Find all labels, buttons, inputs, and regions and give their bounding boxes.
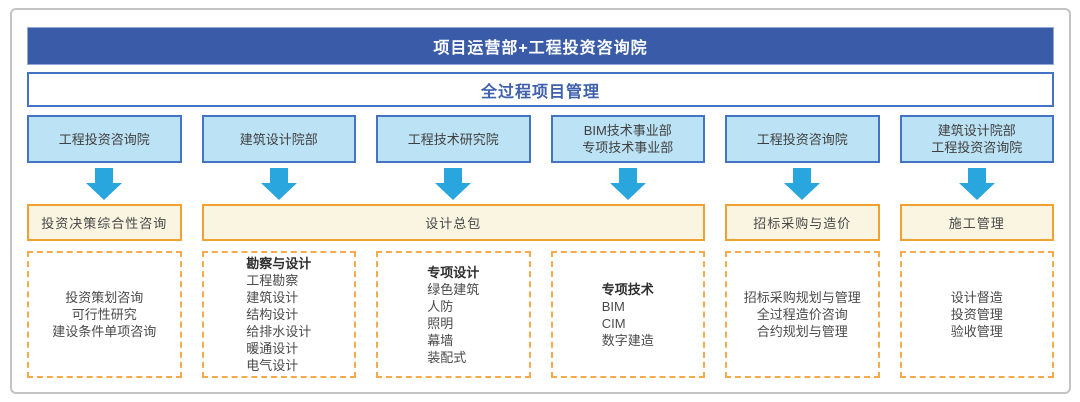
subheader-title: 全过程项目管理 [480, 83, 600, 101]
detail-item: 电气设计 [246, 358, 299, 373]
function-label: 施工管理 [948, 216, 1005, 231]
detail-list: 勘察与设计 工程勘察 建筑设计 结构设计 给排水设计 暖通设计 电气设计 [246, 255, 311, 374]
down-arrow-icon [260, 168, 297, 200]
arrows-row [27, 168, 1054, 200]
arrow-cell [376, 168, 531, 200]
function-box-bidding-procurement: 招标采购与造价 [725, 204, 880, 241]
detail-title: 专项设计 [427, 264, 480, 280]
detail-title: 专项技术 [601, 281, 654, 297]
detail-item: 建筑设计 [246, 290, 299, 305]
down-arrow-icon [784, 168, 821, 200]
department-label: BIM技术事业部 [583, 123, 672, 138]
detail-item: 可行性研究 [71, 307, 137, 322]
arrow-cell [202, 168, 357, 200]
department-label: 建筑设计院部 [239, 131, 318, 147]
function-box-investment-consulting: 投资决策综合性咨询 [27, 204, 182, 241]
detail-list: 专项设计 绿色建筑 人防 照明 幕墙 装配式 [427, 264, 479, 366]
department-box-2: 建筑设计院部 [201, 115, 356, 163]
detail-item: 装配式 [427, 349, 467, 365]
function-label: 设计总包 [425, 216, 482, 231]
function-label: 招标采购与造价 [753, 216, 852, 231]
department-box-6: 建筑设计院部 工程投资咨询院 [899, 115, 1054, 163]
detail-item: 建设条件单项咨询 [52, 324, 157, 339]
detail-item: 投资管理 [950, 307, 1003, 322]
detail-item: CIM [601, 315, 626, 331]
detail-box-4: 专项技术 BIM CIM 数字建造 [550, 251, 705, 378]
detail-item: 人防 [427, 298, 454, 314]
function-box-construction-management: 施工管理 [899, 204, 1054, 241]
detail-item: 绿色建筑 [427, 281, 480, 297]
department-box-4: BIM技术事业部 专项技术事业部 [550, 115, 705, 163]
functions-row: 投资决策综合性咨询 设计总包 招标采购与造价 施工管理 [27, 204, 1054, 241]
detail-box-3: 专项设计 绿色建筑 人防 照明 幕墙 装配式 [376, 251, 531, 378]
detail-item: 幕墙 [427, 332, 454, 348]
departments-row: 工程投资咨询院 建筑设计院部 工程技术研究院 BIM技术事业部 专项技术事业部 … [27, 115, 1054, 163]
department-label: 工程技术研究院 [407, 131, 499, 147]
detail-box-5: 招标采购规划与管理 全过程造价咨询 合约规划与管理 [725, 251, 880, 378]
detail-list: 招标采购规划与管理 全过程造价咨询 合约规划与管理 [744, 289, 861, 340]
department-box-5: 工程投资咨询院 [725, 115, 880, 163]
detail-box-1: 投资策划咨询 可行性研究 建设条件单项咨询 [27, 251, 182, 378]
diagram-frame: 项目运营部+工程投资咨询院 全过程项目管理 工程投资咨询院 建筑设计院部 工程技… [10, 8, 1071, 394]
department-label: 工程投资咨询院 [756, 131, 848, 147]
department-label: 专项技术事业部 [582, 140, 674, 155]
detail-item: BIM [601, 298, 625, 314]
detail-item: 全过程造价咨询 [756, 307, 848, 322]
subheader-bar: 全过程项目管理 [27, 72, 1054, 107]
details-row: 投资策划咨询 可行性研究 建设条件单项咨询 勘察与设计 工程勘察 建筑设计 结构… [27, 251, 1054, 378]
detail-item: 设计督造 [950, 290, 1003, 305]
header-bar: 项目运营部+工程投资咨询院 [27, 27, 1054, 65]
detail-list: 专项技术 BIM CIM 数字建造 [602, 281, 654, 349]
down-arrow-icon [86, 168, 123, 200]
arrow-cell [900, 168, 1055, 200]
down-arrow-icon [609, 168, 646, 200]
detail-item: 投资策划咨询 [65, 290, 144, 305]
detail-box-2: 勘察与设计 工程勘察 建筑设计 结构设计 给排水设计 暖通设计 电气设计 [201, 251, 356, 378]
detail-item: 数字建造 [601, 332, 654, 348]
function-label: 投资决策综合性咨询 [41, 216, 168, 231]
detail-item: 招标采购规划与管理 [743, 290, 861, 305]
function-box-design-general-contract: 设计总包 [201, 204, 705, 241]
detail-box-6: 设计督造 投资管理 验收管理 [899, 251, 1054, 378]
down-arrow-icon [958, 168, 995, 200]
department-label: 工程投资咨询院 [931, 140, 1023, 155]
detail-item: 验收管理 [950, 324, 1003, 339]
down-arrow-icon [435, 168, 472, 200]
detail-title: 勘察与设计 [246, 256, 312, 271]
detail-item: 照明 [427, 315, 454, 331]
department-box-3: 工程技术研究院 [376, 115, 531, 163]
detail-item: 合约规划与管理 [756, 324, 848, 339]
department-box-1: 工程投资咨询院 [27, 115, 182, 163]
arrow-cell [551, 168, 706, 200]
detail-item: 给排水设计 [246, 324, 312, 339]
department-label: 工程投资咨询院 [58, 131, 150, 147]
header-title: 项目运营部+工程投资咨询院 [433, 40, 648, 57]
department-label: 建筑设计院部 [937, 123, 1016, 138]
arrow-cell [27, 168, 182, 200]
detail-item: 工程勘察 [246, 273, 299, 288]
detail-list: 投资策划咨询 可行性研究 建设条件单项咨询 [52, 289, 156, 340]
detail-list: 设计督造 投资管理 验收管理 [951, 289, 1003, 340]
detail-item: 结构设计 [246, 307, 299, 322]
detail-item: 暖通设计 [246, 341, 299, 356]
arrow-cell [725, 168, 880, 200]
